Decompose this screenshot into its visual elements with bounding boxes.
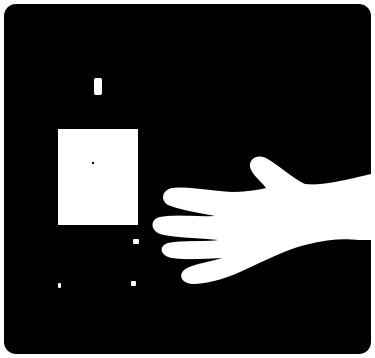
- status-indicator: [94, 78, 102, 95]
- sensor-mark: [133, 239, 139, 244]
- hand-shape: [152, 156, 371, 284]
- button-mark-left: [58, 283, 61, 288]
- screen-dot: [92, 162, 94, 164]
- display-screen: [58, 129, 138, 225]
- button-mark-right: [131, 281, 136, 286]
